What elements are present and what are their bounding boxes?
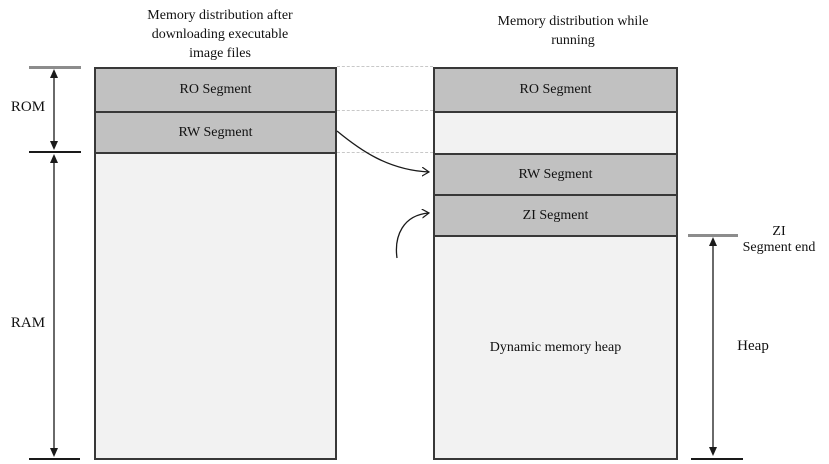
left-ro-segment: RO Segment (96, 69, 335, 113)
rom-extent-arrow (50, 69, 58, 150)
left-free-ram-area (96, 154, 335, 458)
right-zi-segment-label: ZI Segment (522, 207, 589, 223)
left-ro-segment-label: RO Segment (179, 82, 252, 97)
heap-extent-arrow (709, 237, 717, 456)
right-reserved-gap (435, 113, 676, 155)
right-rw-segment: RW Segment (435, 155, 676, 196)
left-column-title: Memory distribution after downloading ex… (147, 8, 293, 61)
right-column-title: Memory distribution while running (497, 14, 649, 48)
dotted-align-line-ro-bottom (337, 110, 433, 111)
heap-area-label: Dynamic memory heap (489, 339, 622, 355)
heap-bottom-tick (691, 458, 743, 460)
rom-label: ROM (10, 99, 46, 115)
right-zi-segment: ZI Segment (435, 196, 676, 237)
right-ro-segment-label: RO Segment (519, 82, 592, 97)
ram-bottom-tick (29, 458, 80, 460)
dotted-align-line-rw-bottom (337, 152, 433, 153)
right-memory-column: RO Segment RW Segment ZI Segment Dynamic… (433, 67, 678, 460)
ram-extent-arrow (50, 154, 58, 457)
rom-top-tick (29, 66, 81, 69)
rom-ram-boundary-tick (29, 151, 81, 153)
dotted-align-line-top (337, 66, 433, 67)
left-rw-segment: RW Segment (96, 113, 335, 154)
left-rw-segment-label: RW Segment (178, 124, 253, 140)
right-heap-area: Dynamic memory heap (435, 237, 676, 458)
zi-relocation-arrow (395, 213, 429, 259)
ram-label: RAM (10, 315, 46, 331)
right-rw-segment-label: RW Segment (518, 166, 593, 182)
right-ro-segment: RO Segment (435, 69, 676, 113)
left-memory-column: RO Segment RW Segment (94, 67, 337, 460)
heap-label: Heap (737, 338, 769, 354)
zi-segment-end-label: ZI Segment end (742, 224, 816, 255)
zi-segment-end-tick (688, 234, 738, 237)
